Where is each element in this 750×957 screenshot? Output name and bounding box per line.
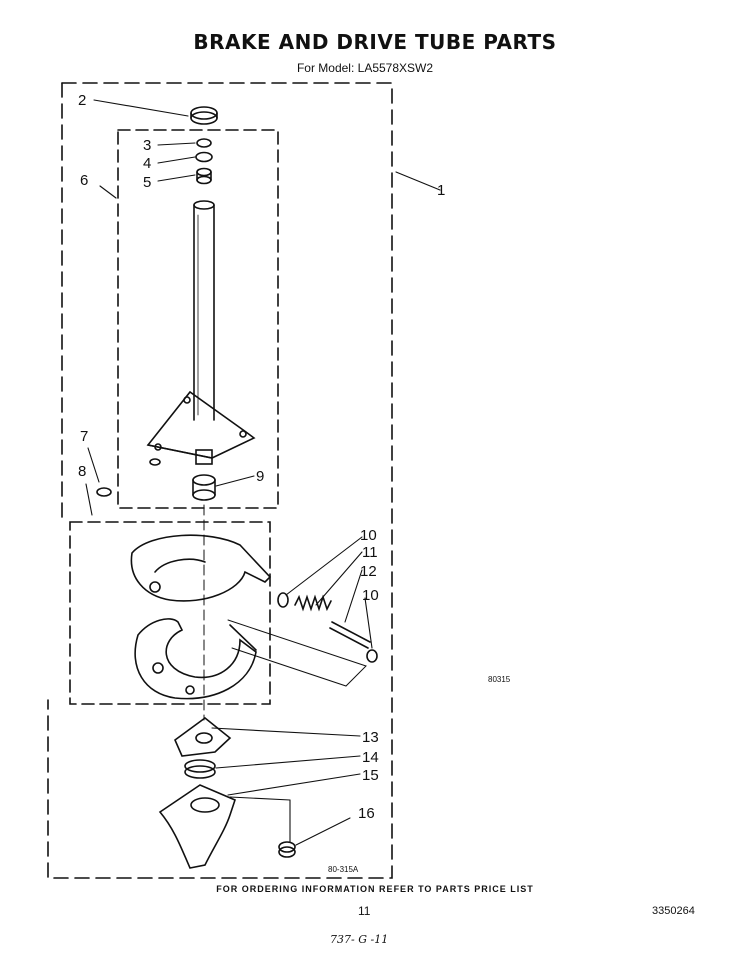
assembly-frame-outer [47, 82, 393, 879]
brake-shoe-lower [134, 618, 257, 700]
callout-11: 11 [362, 544, 378, 561]
callout-13: 13 [362, 729, 379, 746]
callout-10-upper: 10 [360, 527, 377, 544]
spring-assembly [277, 592, 378, 663]
handwritten-note: 737- G -11 [330, 933, 389, 946]
plate-part-13 [174, 716, 232, 757]
ring-part-14 [184, 759, 216, 779]
drive-tube [146, 200, 256, 466]
callout-9: 9 [256, 468, 264, 485]
part-5 [196, 167, 212, 185]
callout-6: 6 [80, 172, 88, 189]
model-subtitle: For Model: LA5578XSW2 [296, 61, 434, 75]
callout-14: 14 [362, 749, 379, 766]
figure-code-lower: 80-315A [328, 865, 359, 874]
callout-7: 7 [80, 428, 88, 445]
callout-8: 8 [78, 463, 86, 480]
ordering-note: FOR ORDERING INFORMATION REFER TO PARTS … [216, 884, 534, 894]
part-3 [196, 138, 212, 148]
figure-code-upper: 80315 [488, 675, 511, 684]
document-number: 3350264 [652, 905, 695, 917]
callout-1: 1 [437, 182, 445, 199]
hub-part-15 [158, 784, 236, 869]
part-4 [195, 151, 213, 163]
callout-16: 16 [358, 805, 375, 822]
bushing-part-9 [192, 474, 216, 501]
brake-subassembly-frame [69, 521, 271, 705]
nut-part-16 [278, 841, 296, 858]
callout-3: 3 [143, 137, 151, 154]
callout-4: 4 [143, 155, 151, 172]
callout-12: 12 [360, 563, 377, 580]
callout-2: 2 [78, 92, 86, 109]
drive-tube-subassembly-frame [117, 129, 279, 509]
brake-shoe-upper [130, 534, 272, 602]
page-number: 11 [358, 904, 371, 918]
seal-part-2 [190, 106, 218, 125]
clip-part-7 [96, 487, 112, 497]
page-title: BRAKE AND DRIVE TUBE PARTS [193, 30, 557, 54]
callout-15: 15 [362, 767, 379, 784]
callout-10-lower: 10 [362, 587, 379, 604]
callout-5: 5 [143, 174, 151, 191]
